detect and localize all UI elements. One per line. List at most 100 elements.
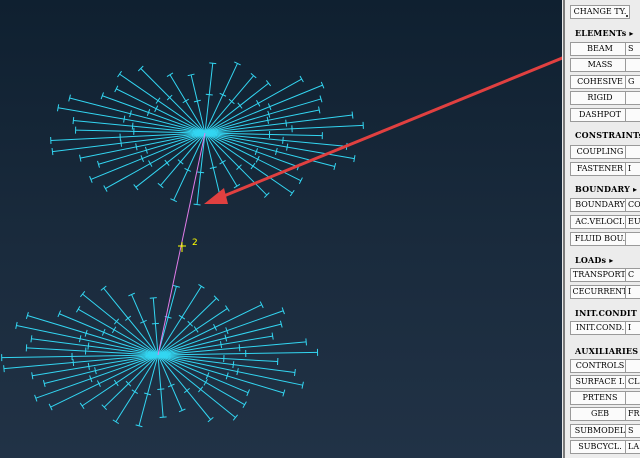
upper-spring-tick bbox=[157, 182, 164, 189]
lower-spring-spoke bbox=[157, 351, 318, 356]
lower-spring-tick bbox=[232, 414, 239, 421]
lower-spring-spoke bbox=[81, 354, 159, 407]
lower-spring-tick bbox=[224, 334, 228, 342]
ac-veloci-button[interactable]: AC.VELOCI. bbox=[570, 215, 630, 229]
upper-spring-spoke bbox=[73, 120, 206, 134]
prtens-button[interactable]: PRTENS bbox=[570, 391, 630, 405]
lower-spring-tick bbox=[135, 424, 143, 428]
change-type-button[interactable]: CHANGE TY. bbox=[570, 5, 630, 19]
submodel-button[interactable]: SUBMODEL bbox=[570, 424, 630, 438]
button-corner-mark bbox=[626, 15, 628, 17]
lower-spring-tick bbox=[271, 332, 274, 340]
init-cond-button[interactable]: INIT.COND. bbox=[570, 321, 630, 335]
init-cond-header[interactable]: INIT.CONDIT bbox=[575, 308, 637, 318]
upper-spring-spoke bbox=[204, 114, 353, 134]
fastener-button[interactable]: FASTENER bbox=[570, 162, 630, 176]
loads-header-label: LOADs bbox=[575, 255, 607, 265]
upper-spring-spoke bbox=[135, 132, 206, 188]
upper-spring-tick bbox=[298, 177, 303, 185]
mass-adjacent-button[interactable] bbox=[625, 58, 640, 72]
upper-spring-spoke bbox=[204, 98, 322, 134]
upper-spring-spoke bbox=[57, 107, 206, 134]
surface-i-adjacent-button[interactable]: CL bbox=[625, 375, 640, 389]
lower-spring-tick bbox=[84, 329, 88, 337]
cecurrent-adjacent-button[interactable]: I bbox=[625, 285, 640, 299]
init-cond-adjacent-button[interactable]: I bbox=[625, 321, 640, 335]
mass-button[interactable]: MASS bbox=[570, 58, 630, 72]
upper-spring-tick bbox=[177, 159, 184, 165]
submodel-adjacent-label: S bbox=[628, 426, 634, 435]
cecurrent-adjacent-label: I bbox=[628, 287, 632, 296]
auxiliaries-header[interactable]: AUXILIARIES bbox=[575, 346, 638, 356]
upper-spring-spoke bbox=[204, 63, 214, 134]
upper-spring-tick bbox=[353, 155, 356, 163]
upper-spring-spoke bbox=[140, 68, 206, 134]
ac-veloci-adjacent-button[interactable]: EUL bbox=[625, 215, 640, 229]
3d-viewport[interactable]: 2 bbox=[0, 0, 562, 458]
upper-spring-tick bbox=[193, 203, 201, 206]
elements-header[interactable]: ELEMENTs ▸ bbox=[575, 28, 634, 38]
cohesive-button[interactable]: COHESIVE bbox=[570, 75, 630, 89]
boundary-header[interactable]: BOUNDARY ▸ bbox=[575, 184, 637, 194]
rigid-label: RIGID bbox=[587, 93, 613, 102]
lower-spring-spoke bbox=[103, 287, 159, 356]
transport-label: TRANSPORT. bbox=[572, 270, 628, 279]
model-canvas[interactable]: 2 bbox=[0, 0, 562, 458]
upper-spring-tick bbox=[299, 75, 304, 83]
cohesive-adjacent-label: G bbox=[628, 77, 635, 86]
transport-button[interactable]: TRANSPORT. bbox=[570, 268, 630, 282]
elements-header-label: ELEMENTs bbox=[575, 28, 627, 38]
lower-spring-tick bbox=[172, 284, 180, 288]
controls-adjacent-button[interactable] bbox=[625, 359, 640, 373]
cohesive-adjacent-button[interactable]: G bbox=[625, 75, 640, 89]
geb-adjacent-label: FR bbox=[628, 409, 640, 418]
upper-spring-spoke bbox=[160, 132, 206, 186]
geb-adjacent-button[interactable]: FR bbox=[625, 407, 640, 421]
lower-spring-tick bbox=[42, 379, 46, 388]
upper-spring-tick bbox=[263, 192, 270, 198]
cecurrent-button[interactable]: CECURRENT bbox=[570, 285, 630, 299]
coupling-button[interactable]: COUPLING bbox=[570, 145, 630, 159]
node-label: 2 bbox=[192, 238, 198, 248]
rigid-button[interactable]: RIGID bbox=[570, 91, 630, 105]
fluid-bou-adjacent-button[interactable] bbox=[625, 232, 640, 246]
loads-header[interactable]: LOADs ▸ bbox=[575, 255, 613, 265]
lower-spring-tick bbox=[140, 319, 147, 324]
fastener-adjacent-button[interactable]: I bbox=[625, 162, 640, 176]
rigid-adjacent-button[interactable] bbox=[625, 91, 640, 105]
lower-spring-spoke bbox=[157, 354, 164, 418]
upper-spring-spoke bbox=[204, 124, 364, 134]
lower-spring-tick bbox=[183, 387, 190, 394]
controls-button[interactable]: CONTROLS bbox=[570, 359, 630, 373]
subcycl-adjacent-button[interactable]: LA bbox=[625, 440, 640, 454]
beam-button[interactable]: BEAM bbox=[570, 42, 630, 56]
controls-label: CONTROLS bbox=[575, 361, 625, 370]
upper-spring-tick bbox=[209, 166, 217, 169]
panel-splitter[interactable] bbox=[562, 0, 565, 458]
auxiliaries-header-label: AUXILIARIES bbox=[575, 346, 639, 356]
geb-button[interactable]: GEB bbox=[570, 407, 630, 421]
boundary-button[interactable]: BOUNDARY bbox=[570, 198, 630, 212]
upper-spring-tick bbox=[146, 109, 151, 116]
beam-adjacent-button[interactable]: S bbox=[625, 42, 640, 56]
lower-spring-tick bbox=[96, 380, 101, 387]
lower-spring-tick bbox=[100, 285, 107, 291]
lower-spring-spoke bbox=[35, 354, 159, 399]
coupling-adjacent-button[interactable] bbox=[625, 145, 640, 159]
boundary-adjacent-button[interactable]: CO bbox=[625, 198, 640, 212]
constraints-header[interactable]: CONSTRAINTs bbox=[575, 130, 640, 140]
fluid-bou-button[interactable]: FLUID BOU. bbox=[570, 232, 630, 246]
surface-i-button[interactable]: SURFACE I. bbox=[570, 375, 630, 389]
submodel-adjacent-button[interactable]: S bbox=[625, 424, 640, 438]
lower-spring-tick bbox=[305, 338, 307, 346]
subcycl-button[interactable]: SUBCYCL. bbox=[570, 440, 630, 454]
dashpot-adjacent-button[interactable] bbox=[625, 108, 640, 122]
dashpot-button[interactable]: DASHPOT bbox=[570, 108, 630, 122]
upper-spring-spoke bbox=[102, 95, 206, 134]
prtens-adjacent-button[interactable] bbox=[625, 391, 640, 405]
lower-spring-spoke bbox=[50, 354, 159, 408]
upper-spring-tick bbox=[265, 80, 272, 87]
expand-arrow-icon: ▸ bbox=[609, 255, 614, 265]
transport-adjacent-button[interactable]: C bbox=[625, 268, 640, 282]
init-cond-adjacent-label: I bbox=[628, 323, 632, 332]
